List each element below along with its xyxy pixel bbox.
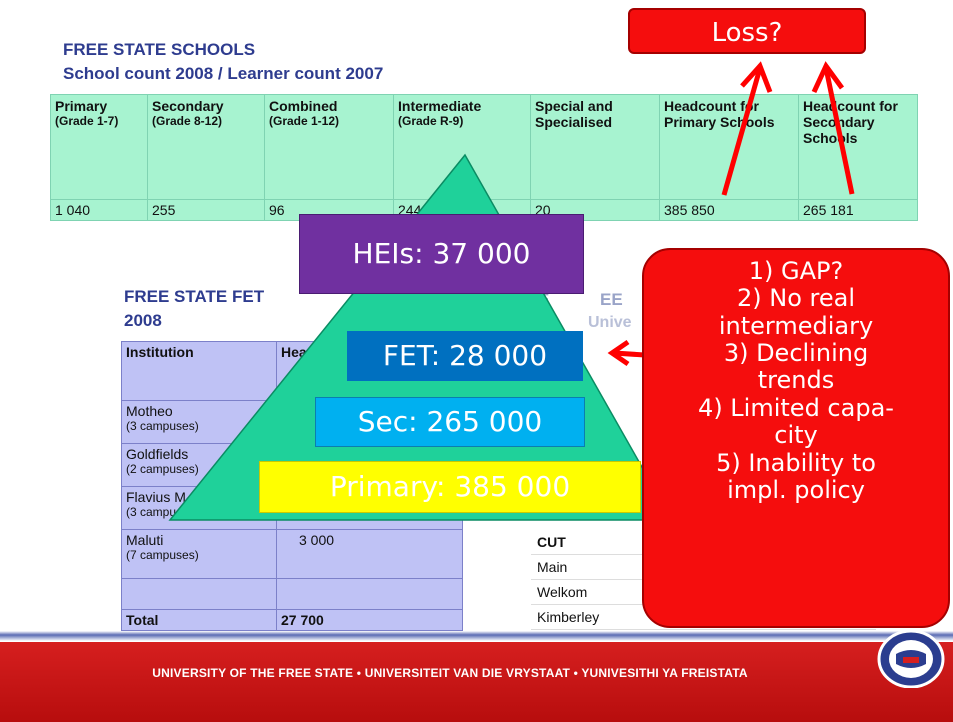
fet-year: 2008 [124, 311, 162, 330]
footer-bar: UNIVERSITY OF THE FREE STATE • UNIVERSIT… [0, 642, 953, 722]
table-cell: Welkom [531, 579, 646, 605]
table-row: Maluti(7 campuses) 3 000 [121, 529, 463, 579]
header-cell: Headcount for Secondary Schools [798, 94, 918, 200]
table-header-row: Primary(Grade 1-7) Secondary(Grade 8-12)… [50, 94, 918, 200]
table-total-row: Total 27 700 [121, 609, 463, 631]
gap-line: city [774, 421, 818, 450]
table-row [121, 578, 463, 610]
header-cell: CUT [531, 530, 646, 555]
arrow-icon [607, 61, 855, 367]
gap-line: 1) GAP? [748, 257, 844, 285]
gap-line: 4) Limited capa- [698, 393, 894, 422]
table-cell: 27 700 [276, 609, 463, 631]
slide-subtitle: School count 2008 / Learner count 2007 [63, 64, 384, 83]
heis-box: HEIs: 37 000 [299, 214, 584, 294]
fet-box: FET: 28 000 [347, 331, 583, 381]
loss-callout: Loss? [628, 8, 866, 54]
fet-title: FREE STATE FET [124, 287, 265, 306]
gap-line: trends [757, 366, 835, 395]
gap-line: impl. policy [727, 475, 865, 504]
table-cell [121, 578, 277, 610]
table-cell: 255 [147, 199, 265, 221]
university-crest-icon [876, 629, 946, 689]
table-cell: 265 181 [798, 199, 918, 221]
gap-line: 3) Declining [723, 339, 869, 368]
behind-univ: Unive [588, 314, 632, 331]
header-cell: Secondary(Grade 8-12) [147, 94, 265, 200]
gap-line: 5) Inability to [716, 448, 876, 477]
table-cell: Main [531, 554, 646, 580]
table-cell: 1 040 [50, 199, 148, 221]
header-cell: Primary(Grade 1-7) [50, 94, 148, 200]
gap-line: 2) No real [736, 284, 855, 313]
table-cell: Kimberley [531, 604, 646, 630]
primary-box: Primary: 385 000 [259, 461, 641, 513]
behind-text-e: EE [600, 290, 623, 309]
footer-text: UNIVERSITY OF THE FREE STATE • UNIVERSIT… [152, 666, 748, 680]
slide-title: FREE STATE SCHOOLS [63, 40, 256, 59]
table-row: 1 040 255 96 244 20 385 850 265 181 [50, 199, 918, 221]
table-cell: Total [121, 609, 277, 631]
table-cell: 385 850 [659, 199, 799, 221]
footer-divider [0, 631, 953, 641]
table-cell [276, 578, 463, 610]
gaps-callout: 1) GAP? 2) No real intermediary 3) Decli… [642, 248, 950, 628]
sec-box: Sec: 265 000 [315, 397, 585, 447]
header-cell: Combined(Grade 1-12) [264, 94, 394, 200]
gap-line: intermediary [718, 311, 874, 340]
header-cell: Institution [121, 341, 277, 401]
